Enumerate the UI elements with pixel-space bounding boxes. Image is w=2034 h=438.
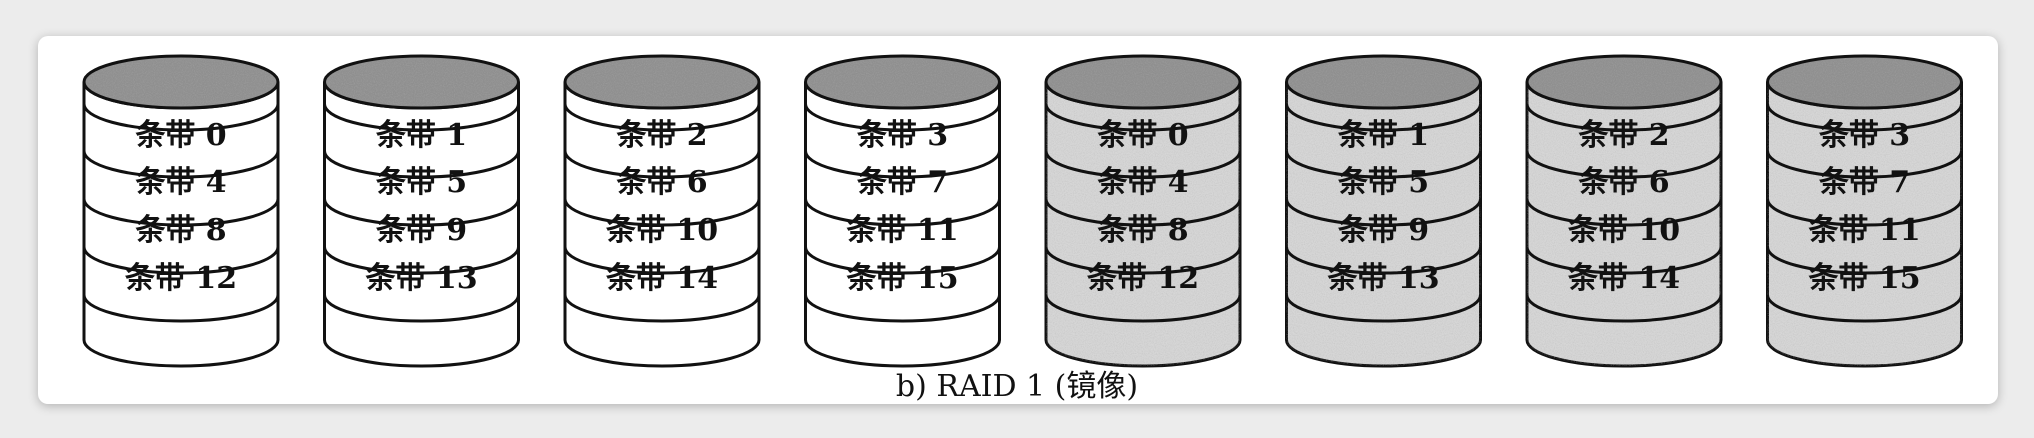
stripe-label: 条带 5 <box>376 165 467 200</box>
disk-3-data: 条带 2 条带 6 条带 10 条带 14 <box>563 54 761 368</box>
stripe-divider <box>1766 198 1963 227</box>
disk-top-texture <box>1529 58 1719 106</box>
stripe-label: 条带 2 <box>616 118 707 153</box>
stripe-divider <box>1044 150 1242 179</box>
stripe-divider <box>1044 103 1242 132</box>
stripe-divider <box>1766 294 1963 323</box>
disk-top-texture <box>567 58 757 106</box>
stripe-divider <box>1525 103 1723 132</box>
stripe-label: 条带 14 <box>1568 261 1680 296</box>
stripe-label: 条带 1 <box>1338 118 1429 153</box>
stripe-label: 条带 8 <box>1097 213 1188 248</box>
stripe-divider <box>323 294 520 323</box>
stripe-label: 条带 13 <box>365 261 477 296</box>
disk-6-mirror: 条带 1 条带 5 条带 9 条带 13 <box>1285 54 1482 368</box>
stripe-label: 条带 1 <box>376 118 467 153</box>
stripe-label: 条带 9 <box>376 213 467 248</box>
stripe-divider <box>1285 198 1482 227</box>
stripe-divider <box>1766 246 1963 275</box>
stripe-label: 条带 4 <box>1097 165 1188 200</box>
stripe-label: 条带 2 <box>1578 118 1669 153</box>
stripe-divider <box>82 103 280 132</box>
stripe-divider <box>82 150 280 179</box>
disk-2-data: 条带 1 条带 5 条带 9 条带 13 <box>323 54 520 368</box>
stripe-divider <box>563 198 761 227</box>
stripe-label: 条带 5 <box>1338 165 1429 200</box>
stripe-divider <box>323 103 520 132</box>
stripe-divider <box>1285 150 1482 179</box>
disk-top-texture <box>86 58 276 106</box>
stripe-divider <box>1285 246 1482 275</box>
stripe-divider <box>1285 294 1482 323</box>
stripe-label: 条带 7 <box>857 165 948 200</box>
stripe-divider <box>804 150 1001 179</box>
stripe-label: 条带 11 <box>1808 213 1920 248</box>
stripe-divider <box>1525 294 1723 323</box>
stripe-divider <box>323 246 520 275</box>
stripe-divider <box>1044 246 1242 275</box>
stripe-divider <box>1525 246 1723 275</box>
stripe-divider <box>1044 294 1242 323</box>
stripe-label: 条带 3 <box>1819 118 1910 153</box>
stripe-label: 条带 0 <box>135 118 226 153</box>
stripe-label: 条带 10 <box>1568 213 1680 248</box>
stripe-divider <box>323 150 520 179</box>
stripe-divider <box>563 103 761 132</box>
stripe-divider <box>1044 198 1242 227</box>
stripe-label: 条带 3 <box>857 118 948 153</box>
stripe-label: 条带 0 <box>1097 118 1188 153</box>
disk-top-texture <box>1048 58 1238 106</box>
stripe-divider <box>1766 103 1963 132</box>
stripe-label: 条带 12 <box>1087 261 1199 296</box>
disk-top-texture <box>326 58 517 106</box>
disk-5-mirror: 条带 0 条带 4 条带 8 条带 12 <box>1044 54 1242 368</box>
stripe-label: 条带 13 <box>1327 261 1439 296</box>
stripe-divider <box>323 198 520 227</box>
disk-top-texture <box>1288 58 1479 106</box>
disk-8-mirror: 条带 3 条带 7 条带 11 条带 15 <box>1766 54 1963 368</box>
stripe-divider <box>563 150 761 179</box>
stripe-divider <box>804 198 1001 227</box>
stripe-label: 条带 15 <box>1808 261 1920 296</box>
stripe-label: 条带 14 <box>606 261 718 296</box>
stripe-divider <box>82 198 280 227</box>
stripe-label: 条带 12 <box>125 261 237 296</box>
stripe-divider <box>1525 198 1723 227</box>
stripe-divider <box>1285 103 1482 132</box>
stripe-divider <box>804 294 1001 323</box>
stripe-divider <box>1525 150 1723 179</box>
stripe-label: 条带 6 <box>1578 165 1669 200</box>
disk-1-data: 条带 0 条带 4 条带 8 条带 12 <box>82 54 280 368</box>
stripe-label: 条带 15 <box>846 261 958 296</box>
stripe-label: 条带 6 <box>616 165 707 200</box>
stripe-label: 条带 4 <box>135 165 226 200</box>
stripe-divider <box>563 294 761 323</box>
stripe-divider <box>82 294 280 323</box>
stripe-label: 条带 7 <box>1819 165 1910 200</box>
figure-caption: b) RAID 1 (镜像) <box>896 369 1138 404</box>
stripe-divider <box>804 246 1001 275</box>
disk-top-texture <box>807 58 998 106</box>
stripe-divider <box>804 103 1001 132</box>
stripe-divider <box>1766 150 1963 179</box>
stripe-divider <box>563 246 761 275</box>
disk-top-texture <box>1769 58 1960 106</box>
disk-4-data: 条带 3 条带 7 条带 11 条带 15 <box>804 54 1001 368</box>
stripe-label: 条带 8 <box>135 213 226 248</box>
stripe-label: 条带 10 <box>606 213 718 248</box>
stripe-label: 条带 9 <box>1338 213 1429 248</box>
stripe-label: 条带 11 <box>846 213 958 248</box>
disk-7-mirror: 条带 2 条带 6 条带 10 条带 14 <box>1525 54 1723 368</box>
stripe-divider <box>82 246 280 275</box>
